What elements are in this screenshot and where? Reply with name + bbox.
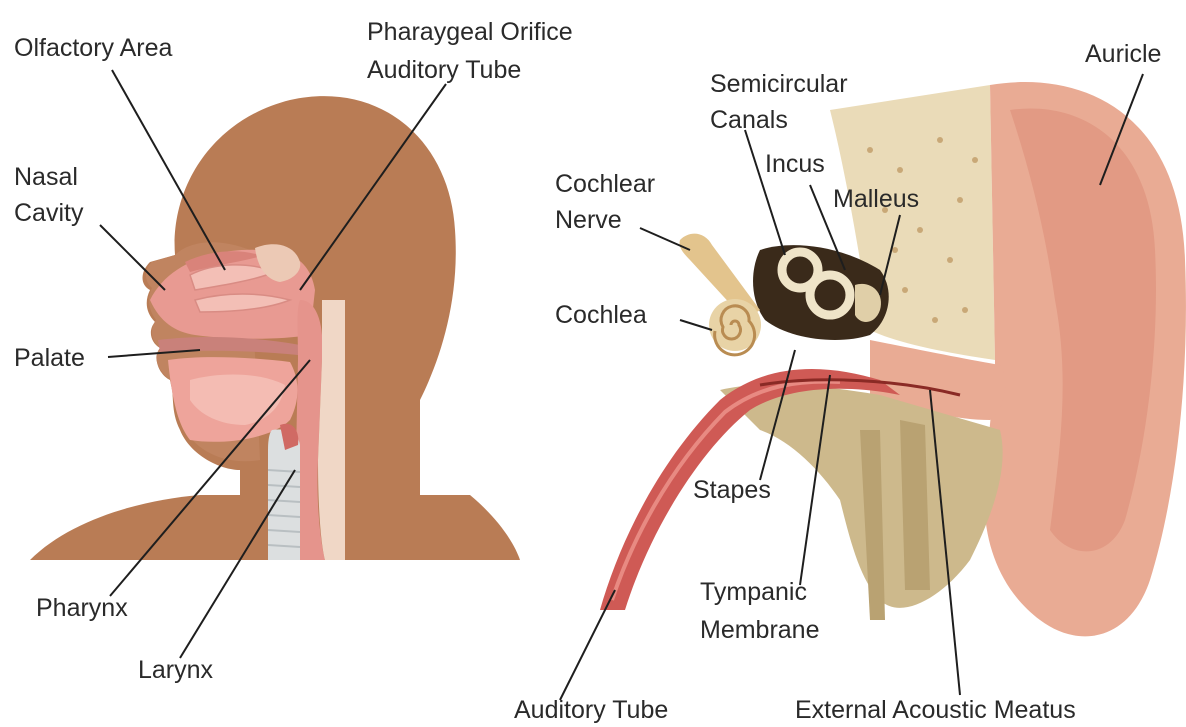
label-pharyngeal-orifice-line1: Pharaygeal Orifice <box>367 18 573 46</box>
label-tympanic-line1: Tympanic <box>700 578 807 606</box>
label-external-acoustic-meatus: External Acoustic Meatus <box>795 696 1076 724</box>
label-cochlea: Cochlea <box>555 301 647 329</box>
label-incus: Incus <box>765 150 825 178</box>
label-cochlear-nerve-line1: Cochlear <box>555 170 655 198</box>
label-nasal-cavity-line2: Cavity <box>14 199 84 227</box>
label-larynx: Larynx <box>138 656 214 684</box>
cervical-spine <box>318 300 345 560</box>
cochlea-shape <box>709 299 761 355</box>
styloid-2 <box>900 420 930 590</box>
label-pharyngeal-orifice-line2: Auditory Tube <box>367 56 521 84</box>
label-cochlear-nerve-line2: Nerve <box>555 206 622 234</box>
ear-illustration <box>600 82 1186 636</box>
label-semicircular-line1: Semicircular <box>710 70 848 98</box>
label-auricle: Auricle <box>1085 40 1161 68</box>
label-olfactory-area: Olfactory Area <box>14 34 172 62</box>
label-tympanic-line2: Membrane <box>700 616 820 644</box>
label-nasal-cavity-line1: Nasal <box>14 163 78 191</box>
label-pharynx: Pharynx <box>36 594 128 622</box>
label-malleus: Malleus <box>833 185 919 213</box>
label-semicircular-line2: Canals <box>710 106 788 134</box>
head-illustration <box>30 96 520 560</box>
label-auditory-tube: Auditory Tube <box>514 696 668 724</box>
trachea <box>268 430 300 560</box>
label-palate: Palate <box>14 344 85 372</box>
label-stapes: Stapes <box>693 476 771 504</box>
